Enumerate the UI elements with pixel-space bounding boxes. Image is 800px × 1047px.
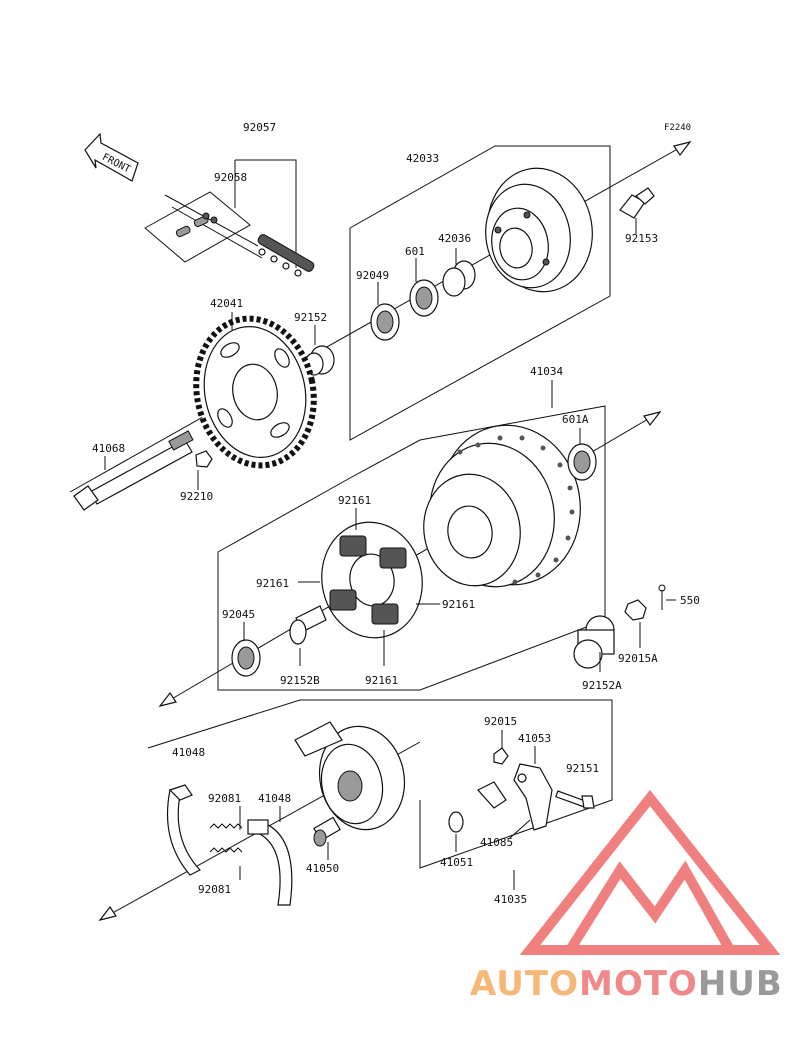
label-41050: 41050 [306, 862, 339, 875]
leader-lines [104, 218, 676, 890]
collar-42036 [442, 260, 476, 297]
figure-code: F2240 [664, 123, 691, 133]
label-92161-right: 92161 [442, 598, 475, 611]
nut-92015A [624, 599, 647, 621]
axis-arrow-middle-left [158, 691, 177, 708]
brake-shoe-right-41048 [247, 819, 293, 906]
label-92152B: 92152B [280, 674, 320, 687]
label-92161-bottom: 92161 [365, 674, 398, 687]
nut-92015 [493, 747, 509, 765]
label-92081-top: 92081 [208, 792, 241, 805]
label-41085: 41085 [480, 836, 513, 849]
label-550: 550 [680, 594, 700, 607]
bolt-92153 [619, 187, 655, 219]
brake-panel-41048 [294, 721, 406, 831]
label-92151: 92151 [566, 762, 599, 775]
label-92057: 92057 [243, 121, 276, 134]
label-92161-left: 92161 [256, 577, 289, 590]
watermark-auto: AUTO [470, 964, 579, 1004]
washer-41051 [448, 811, 464, 833]
collar-92152B [289, 605, 327, 645]
wheel-hub-41034 [423, 424, 581, 588]
bearing-92049 [370, 303, 400, 341]
label-92152A: 92152A [582, 679, 622, 692]
label-92152: 92152 [294, 311, 327, 324]
label-92081-bottom: 92081 [198, 883, 231, 896]
bearing-601 [409, 279, 439, 317]
label-41048-top: 41048 [172, 746, 205, 759]
group-frame-lower [147, 699, 613, 869]
label-92161-top: 92161 [338, 494, 371, 507]
collar-92152 [304, 345, 335, 376]
watermark-text: AUTOMOTOHUB [470, 964, 783, 1004]
springs-92081 [209, 823, 243, 853]
triangle-logo-icon [519, 790, 781, 955]
label-41035: 41035 [494, 893, 527, 906]
group-frame-middle [217, 405, 606, 691]
label-41053: 41053 [518, 732, 551, 745]
label-92045: 92045 [222, 608, 255, 621]
rear-sprocket-42041 [193, 315, 317, 469]
indicator-41085 [477, 781, 507, 809]
label-92015A: 92015A [618, 652, 658, 665]
cotter-pin-550 [658, 584, 666, 610]
sprocket-hub [485, 167, 593, 293]
watermark-logo: AUTOMOTOHUB [470, 790, 783, 1004]
label-601: 601 [405, 245, 425, 258]
axis-arrow-lower [98, 905, 117, 922]
label-42033: 42033 [406, 152, 439, 165]
front-arrow-icon: FRONT [84, 132, 139, 182]
axis-arrow-middle [643, 410, 662, 427]
label-601A: 601A [562, 413, 589, 426]
label-41048-bottom: 41048 [258, 792, 291, 805]
watermark-moto: MOTO [579, 964, 698, 1004]
group-frame-upper [349, 145, 611, 441]
label-42041: 42041 [210, 297, 243, 310]
axis-arrow-top [673, 140, 692, 157]
axle-41068 [73, 430, 194, 511]
label-92153: 92153 [625, 232, 658, 245]
watermark-hub: HUB [698, 964, 783, 1004]
label-92058: 92058 [214, 171, 247, 184]
wheel-dampers-92161 [321, 521, 423, 639]
collar-92152A [573, 615, 615, 669]
label-92049: 92049 [356, 269, 389, 282]
brake-shoe-left [166, 784, 201, 876]
label-41034: 41034 [530, 365, 563, 378]
label-42036: 42036 [438, 232, 471, 245]
nut-92210 [195, 450, 213, 468]
part-labels: F2240 92057 92058 42033 42036 601 92049 … [92, 121, 700, 906]
label-92210: 92210 [180, 490, 213, 503]
bearing-601A [567, 443, 597, 481]
bearing-92045 [231, 639, 261, 677]
label-41051: 41051 [440, 856, 473, 869]
brake-arm-41053 [513, 763, 553, 831]
bolt-92151 [555, 790, 595, 809]
drive-chain [144, 159, 315, 277]
brake-cam-41050 [313, 816, 341, 847]
label-92015: 92015 [484, 715, 517, 728]
label-41068: 41068 [92, 442, 125, 455]
